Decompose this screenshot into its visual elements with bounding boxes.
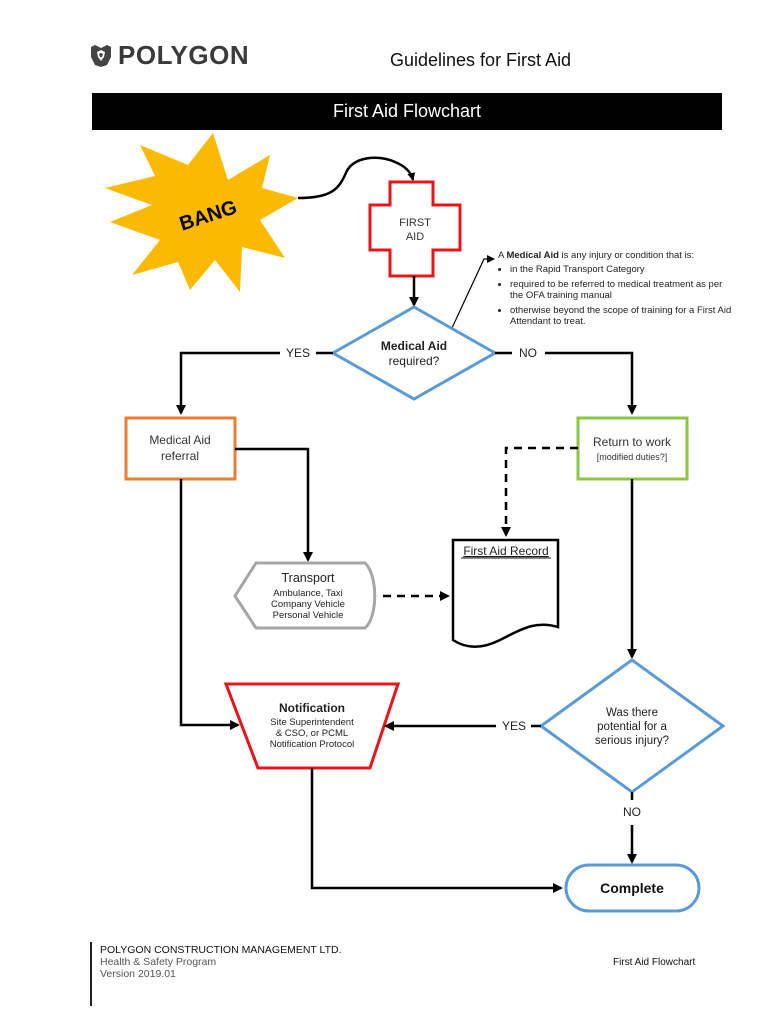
first-aid-label-1: FIRST — [399, 217, 431, 229]
decision-medical-bold: Medical Aid — [381, 339, 447, 353]
lion-crest-icon — [89, 44, 113, 67]
referral-line2: referral — [161, 449, 199, 463]
yes-label-1: YES — [286, 346, 310, 360]
notification-line-1: Site Superintendent — [270, 717, 354, 728]
serious-line-1: Was there — [606, 707, 658, 719]
referral-box — [124, 416, 237, 481]
terminator-shape — [564, 863, 701, 913]
notification-node: Notification Site Superintendent & CSO, … — [223, 682, 401, 770]
footer-divider — [90, 942, 92, 1006]
return-to-work-node: Return to work [modified duties?] — [576, 416, 689, 481]
referral-node: Medical Aid referral — [124, 416, 237, 481]
first-aid-label-2: AID — [406, 231, 424, 243]
yes-label-2: YES — [502, 719, 526, 733]
connector-bang-to-first-aid — [297, 156, 416, 200]
footer-program: Health & Safety Program — [100, 956, 217, 969]
footer-version: Version 2019.01 — [100, 968, 176, 981]
decision-medical-line2: required? — [389, 354, 440, 368]
no-label-2: NO — [623, 805, 641, 819]
connector-referral-to-transport — [235, 447, 313, 562]
note-intro-prefix: A — [498, 250, 507, 261]
bang-start-node: BANG — [105, 133, 298, 292]
first-aid-node: FIRST AID — [368, 180, 462, 278]
connector-notification-to-complete — [310, 768, 563, 893]
note-pointer — [451, 255, 495, 329]
diamond-shape — [329, 305, 499, 401]
note-bullets: in the Rapid Transport Category required… — [498, 264, 738, 327]
transport-line-1: Ambulance, Taxi — [273, 588, 343, 599]
transport-shape — [233, 561, 377, 630]
medical-aid-definition: A Medical Aid is any injury or condition… — [498, 250, 738, 330]
referral-line1: Medical Aid — [149, 433, 210, 447]
document-shape — [451, 538, 560, 648]
notification-line-3: Notification Protocol — [270, 739, 354, 750]
complete-node: Complete — [564, 863, 701, 913]
return-to-work-line2: [modified duties?] — [597, 452, 668, 462]
transport-line-2: Company Vehicle — [271, 599, 345, 610]
first-aid-record-node: First Aid Record — [451, 538, 560, 648]
note-intro-bold: Medical Aid — [506, 250, 559, 261]
no-label-1: NO — [519, 346, 537, 360]
return-to-work-line1: Return to work — [593, 435, 672, 449]
connector-yes-left — [176, 351, 280, 415]
record-label: First Aid Record — [463, 544, 548, 558]
footer-page-label: First Aid Flowchart — [613, 957, 696, 968]
cross-shape — [368, 180, 462, 278]
footer-company-info: POLYGON CONSTRUCTION MANAGEMENT LTD. Hea… — [100, 944, 342, 980]
transport-line-3: Personal Vehicle — [273, 610, 344, 621]
trapezoid-shape — [223, 682, 401, 770]
connector-referral-to-notification — [179, 479, 240, 730]
serious-line-2: potential for a — [597, 721, 667, 733]
decision-serious-injury: Was there potential for a serious injury… — [538, 658, 726, 794]
connector-return-to-record — [501, 446, 578, 537]
transport-title: Transport — [281, 571, 335, 585]
footer-company: POLYGON CONSTRUCTION MANAGEMENT LTD. — [100, 944, 342, 956]
note-intro: A Medical Aid is any injury or condition… — [498, 250, 738, 261]
transport-node: Transport Ambulance, Taxi Company Vehicl… — [233, 561, 377, 630]
decision-medical-aid: Medical Aid required? — [329, 305, 499, 401]
complete-label: Complete — [600, 880, 664, 896]
note-intro-suffix: is any injury or condition that is: — [558, 250, 695, 261]
note-bullet: in the Rapid Transport Category — [510, 264, 738, 275]
notification-title: Notification — [279, 701, 345, 715]
starburst-shape — [105, 133, 298, 292]
connector-no-right — [545, 351, 637, 415]
note-bullet: required to be referred to medical treat… — [510, 279, 738, 302]
note-bullet: otherwise beyond the scope of training f… — [510, 305, 738, 328]
document-title: Guidelines for First Aid — [390, 50, 572, 70]
banner-title: First Aid Flowchart — [92, 93, 722, 130]
brand-logo: POLYGON — [88, 40, 249, 71]
notification-line-2: & CSO, or PCML — [276, 728, 348, 739]
serious-line-3: serious injury? — [595, 735, 669, 747]
brand-name: POLYGON — [118, 40, 250, 70]
